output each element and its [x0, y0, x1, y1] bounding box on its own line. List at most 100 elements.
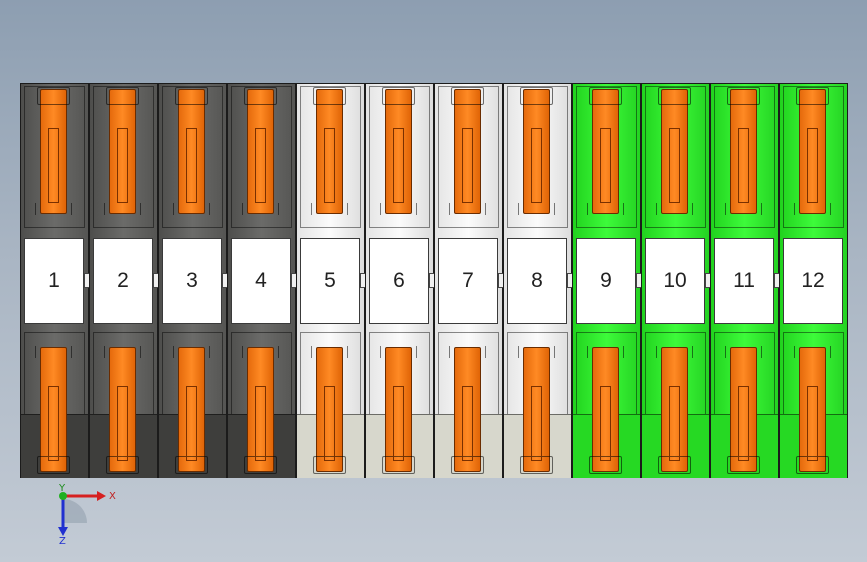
bottom-lever[interactable] — [449, 346, 486, 474]
lever-collar — [173, 203, 210, 215]
z-axis-arrow-icon — [58, 527, 68, 536]
lever-cap — [520, 456, 553, 474]
lever-slot — [48, 128, 59, 203]
terminal-block-5[interactable]: 5 — [296, 83, 365, 478]
terminal-block-2[interactable]: 2 — [89, 83, 158, 478]
top-lever[interactable] — [587, 87, 624, 215]
lever-collar — [725, 203, 762, 215]
lever-slot — [531, 128, 542, 203]
lever-collar — [311, 203, 348, 215]
marker-label: 2 — [93, 238, 153, 324]
bottom-lever[interactable] — [311, 346, 348, 474]
lever-collar — [725, 346, 762, 358]
lever-cap — [451, 87, 484, 105]
terminal-block-3[interactable]: 3 — [158, 83, 227, 478]
lever-slot — [600, 386, 611, 461]
marker-label: 4 — [231, 238, 291, 324]
top-lever[interactable] — [656, 87, 693, 215]
lever-collar — [518, 346, 555, 358]
bottom-lever[interactable] — [518, 346, 555, 474]
terminal-block-7[interactable]: 7 — [434, 83, 503, 478]
top-lever[interactable] — [311, 87, 348, 215]
lever-collar — [173, 346, 210, 358]
lever-slot — [186, 128, 197, 203]
top-lever[interactable] — [380, 87, 417, 215]
bottom-lever[interactable] — [35, 346, 72, 474]
upper-housing — [300, 86, 361, 228]
lever-collar — [380, 203, 417, 215]
y-axis-label: Y — [58, 483, 66, 494]
upper-housing — [162, 86, 223, 228]
lever-cap — [727, 456, 760, 474]
lever-collar — [449, 203, 486, 215]
upper-housing — [645, 86, 706, 228]
lever-cap — [658, 87, 691, 105]
lever-slot — [393, 128, 404, 203]
lever-collar — [35, 346, 72, 358]
lever-collar — [656, 346, 693, 358]
top-lever[interactable] — [794, 87, 831, 215]
lever-cap — [37, 87, 70, 105]
lever-cap — [451, 456, 484, 474]
x-axis-arrow-icon — [97, 491, 106, 501]
lever-collar — [311, 346, 348, 358]
bottom-lever[interactable] — [242, 346, 279, 474]
lever-cap — [658, 456, 691, 474]
lever-cap — [106, 87, 139, 105]
lever-collar — [242, 203, 279, 215]
bottom-lever[interactable] — [725, 346, 762, 474]
lever-cap — [106, 456, 139, 474]
marker-label: 9 — [576, 238, 636, 324]
lever-cap — [382, 456, 415, 474]
lever-cap — [382, 87, 415, 105]
top-lever[interactable] — [242, 87, 279, 215]
upper-housing — [438, 86, 499, 228]
lever-slot — [117, 128, 128, 203]
upper-housing — [714, 86, 775, 228]
lever-collar — [35, 203, 72, 215]
y-axis-dot — [59, 492, 67, 500]
terminal-block-8[interactable]: 8 — [503, 83, 572, 478]
terminal-block-4[interactable]: 4 — [227, 83, 296, 478]
terminal-block-10[interactable]: 10 — [641, 83, 710, 478]
upper-housing — [783, 86, 844, 228]
terminal-block-9[interactable]: 9 — [572, 83, 641, 478]
lever-collar — [794, 203, 831, 215]
upper-housing — [507, 86, 568, 228]
lever-collar — [587, 203, 624, 215]
bottom-lever[interactable] — [380, 346, 417, 474]
marker-label: 10 — [645, 238, 705, 324]
terminal-block-12[interactable]: 12 — [779, 83, 848, 478]
lever-cap — [589, 87, 622, 105]
top-lever[interactable] — [449, 87, 486, 215]
marker-label: 11 — [714, 238, 774, 324]
lever-collar — [104, 203, 141, 215]
bottom-lever[interactable] — [173, 346, 210, 474]
top-lever[interactable] — [725, 87, 762, 215]
bottom-lever[interactable] — [794, 346, 831, 474]
bottom-lever[interactable] — [656, 346, 693, 474]
lever-collar — [587, 346, 624, 358]
terminal-block-11[interactable]: 11 — [710, 83, 779, 478]
bottom-lever[interactable] — [104, 346, 141, 474]
terminal-block-6[interactable]: 6 — [365, 83, 434, 478]
lever-collar — [242, 346, 279, 358]
marker-label: 6 — [369, 238, 429, 324]
lever-collar — [104, 346, 141, 358]
top-lever[interactable] — [104, 87, 141, 215]
bottom-lever[interactable] — [587, 346, 624, 474]
lever-slot — [255, 386, 266, 461]
marker-label: 12 — [783, 238, 843, 324]
x-axis-label: X — [109, 491, 116, 502]
lever-slot — [669, 386, 680, 461]
z-axis-label: Z — [59, 536, 66, 545]
top-lever[interactable] — [518, 87, 555, 215]
terminal-block-1[interactable]: 1 — [20, 83, 89, 478]
lever-cap — [589, 456, 622, 474]
marker-label: 3 — [162, 238, 222, 324]
top-lever[interactable] — [173, 87, 210, 215]
top-lever[interactable] — [35, 87, 72, 215]
lever-cap — [796, 456, 829, 474]
lever-collar — [449, 346, 486, 358]
